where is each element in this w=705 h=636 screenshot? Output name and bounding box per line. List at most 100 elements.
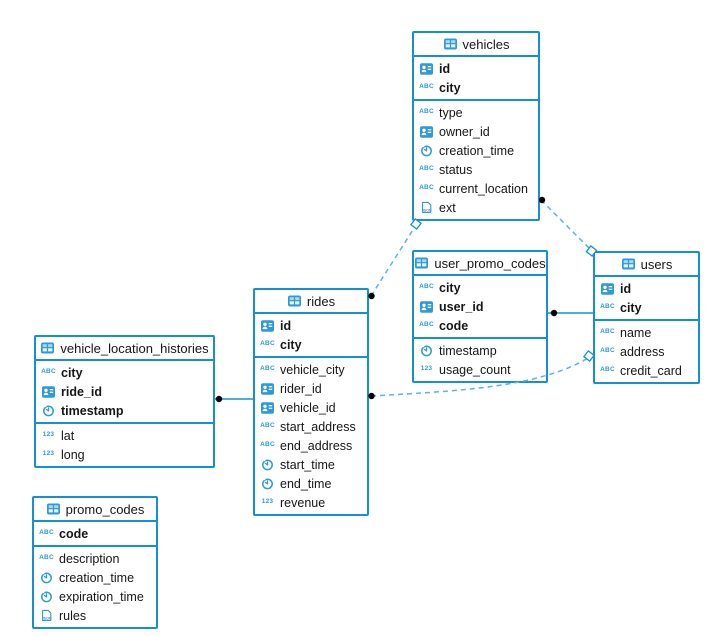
column-name: timestamp xyxy=(61,403,124,418)
relation-line[interactable] xyxy=(370,224,417,297)
json-icon: JSON xyxy=(39,609,54,622)
uuid-icon xyxy=(419,300,434,313)
column-creation_time[interactable]: creation_time xyxy=(414,141,538,160)
column-id[interactable]: id xyxy=(595,279,698,298)
relation-user_promo_codes-to-users[interactable] xyxy=(548,309,593,317)
column-user_id[interactable]: user_id xyxy=(414,297,546,316)
relation-line[interactable] xyxy=(370,357,589,397)
timestamp-icon xyxy=(39,590,54,603)
table-header-users[interactable]: users xyxy=(595,253,698,275)
column-rules[interactable]: JSON rules xyxy=(34,606,156,625)
relation-vehicles-to-users[interactable] xyxy=(538,196,598,257)
column-name: start_address xyxy=(280,419,356,434)
string-icon: ABC xyxy=(260,422,275,430)
column-name: status xyxy=(439,162,473,177)
table-title: vehicles xyxy=(462,36,510,52)
string-icon: ABC xyxy=(600,303,615,311)
column-name: name xyxy=(620,325,652,340)
timestamp-icon xyxy=(41,404,56,417)
column-status[interactable]: ABC status xyxy=(414,160,538,179)
string-icon: ABC xyxy=(600,347,615,355)
table-title: vehicle_location_histories xyxy=(60,340,209,356)
column-name: current_location xyxy=(439,181,528,196)
column-name: id xyxy=(439,61,451,76)
column-name: creation_time xyxy=(59,570,135,585)
table-title: user_promo_codes xyxy=(434,255,546,271)
column-id[interactable]: id xyxy=(255,316,367,335)
column-name: owner_id xyxy=(439,124,490,139)
table-header-promo_codes[interactable]: promo_codes xyxy=(34,498,156,520)
column-end_time[interactable]: end_time xyxy=(255,474,367,493)
column-creation_time[interactable]: creation_time xyxy=(34,568,156,587)
column-ext[interactable]: JSON ext xyxy=(414,198,538,217)
table-icon xyxy=(621,258,636,270)
column-owner_id[interactable]: owner_id xyxy=(414,122,538,141)
column-expiration_time[interactable]: expiration_time xyxy=(34,587,156,606)
relation-line[interactable] xyxy=(540,199,593,252)
table-header-vehicle_location_histories[interactable]: vehicle_location_histories xyxy=(36,337,213,359)
column-name: lat xyxy=(61,428,75,443)
string-icon: ABC xyxy=(419,283,434,291)
table-header-rides[interactable]: rides xyxy=(255,290,367,312)
column-name: ride_id xyxy=(61,384,102,399)
table-icon xyxy=(443,38,458,50)
timestamp-icon xyxy=(260,477,275,490)
column-name: expiration_time xyxy=(59,589,144,604)
column-start_address[interactable]: ABC start_address xyxy=(255,417,367,436)
table-title: rides xyxy=(306,293,336,309)
string-icon: ABC xyxy=(600,328,615,336)
table-header-vehicles[interactable]: vehicles xyxy=(414,33,538,55)
uuid-icon xyxy=(260,319,275,332)
column-ride_id[interactable]: ride_id xyxy=(36,382,213,401)
column-id[interactable]: id xyxy=(414,59,538,78)
string-icon: ABC xyxy=(39,554,54,562)
column-address[interactable]: ABC address xyxy=(595,342,698,361)
column-name: code xyxy=(439,318,469,333)
column-name: ext xyxy=(439,200,456,215)
column-name: type xyxy=(439,105,463,120)
uuid-icon xyxy=(260,382,275,395)
string-icon: ABC xyxy=(39,529,54,537)
column-start_time[interactable]: start_time xyxy=(255,455,367,474)
relation-vehicle_location_histories-to-rides[interactable] xyxy=(215,395,253,403)
column-timestamp[interactable]: timestamp xyxy=(36,401,213,420)
column-timestamp[interactable]: timestamp xyxy=(414,341,546,360)
column-vehicle_id[interactable]: vehicle_id xyxy=(255,398,367,417)
timestamp-icon xyxy=(419,344,434,357)
table-header-user_promo_codes[interactable]: user_promo_codes xyxy=(414,252,546,274)
column-name: address xyxy=(620,344,665,359)
column-name[interactable]: ABC name xyxy=(595,323,698,342)
column-name: rider_id xyxy=(280,381,322,396)
svg-text:JSON: JSON xyxy=(42,616,52,620)
column-rider_id[interactable]: rider_id xyxy=(255,379,367,398)
column-name: creation_time xyxy=(439,143,515,158)
column-name: user_id xyxy=(439,299,484,314)
string-icon: ABC xyxy=(419,165,434,173)
string-icon: ABC xyxy=(260,441,275,449)
